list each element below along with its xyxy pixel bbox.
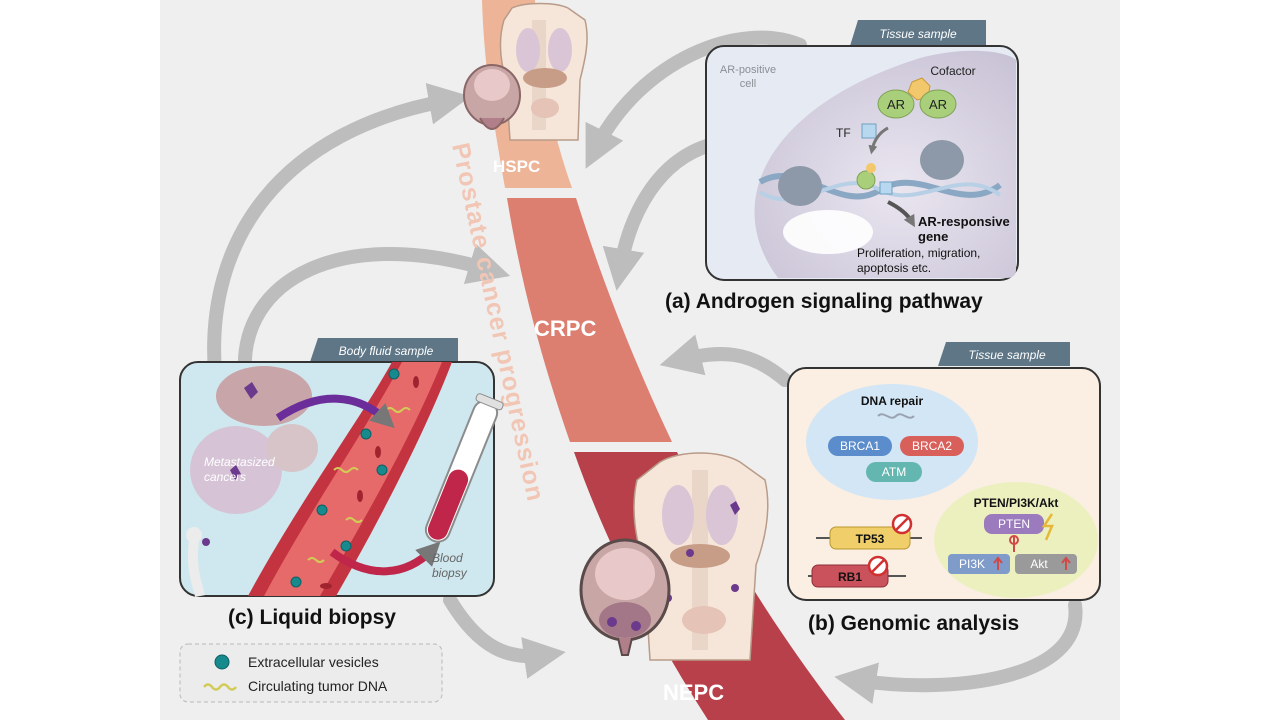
nucleosome-right bbox=[920, 140, 964, 180]
akt-badge bbox=[1015, 554, 1077, 574]
panel-a-tag bbox=[850, 20, 986, 46]
legend-dna-icon bbox=[203, 683, 237, 691]
progression-diagram: HSPC CRPC NEPC Prostate cancer progressi… bbox=[179, 0, 1101, 720]
panel-b-tag-label: Tissue sample bbox=[968, 348, 1046, 362]
sampling-arrow-icon bbox=[329, 541, 441, 576]
tp53-label: TP53 bbox=[856, 532, 885, 546]
gene-label-1: AR-responsive bbox=[918, 214, 1010, 229]
ar-label-right: AR bbox=[929, 97, 947, 112]
cell-label-1: AR-positive bbox=[720, 64, 776, 76]
pi3k-label: PI3K bbox=[959, 557, 985, 571]
ar-icon-right bbox=[919, 89, 957, 119]
effects-label-2: apoptosis etc. bbox=[857, 261, 931, 275]
brca1-label: BRCA1 bbox=[840, 439, 880, 453]
dna-repair-label: DNA repair bbox=[861, 394, 924, 408]
inhibition-icon bbox=[1009, 535, 1019, 545]
cofactor-label: Cofactor bbox=[930, 64, 975, 78]
release-arrow-icon bbox=[275, 394, 395, 429]
up-arrow-icon-akt bbox=[1061, 556, 1071, 570]
panel-a-title: (a) Androgen signaling pathway bbox=[665, 290, 983, 313]
atm-label: ATM bbox=[882, 465, 906, 479]
prostate-small-illustration bbox=[463, 64, 521, 130]
pten-badge bbox=[984, 514, 1044, 534]
arrow-liquid-to-hspc bbox=[207, 82, 471, 379]
diagram-canvas: HSPC CRPC NEPC Prostate cancer progressi… bbox=[160, 0, 1120, 720]
arrow-tissue-a-to-hspc bbox=[585, 30, 807, 169]
mutation-bolt-icon bbox=[1041, 513, 1054, 541]
rb1-label: RB1 bbox=[838, 570, 862, 584]
up-arrow-icon-pi3k bbox=[993, 556, 1003, 570]
tp53-gene bbox=[829, 526, 911, 550]
metastasized-label-2: cancers bbox=[204, 470, 246, 484]
red-blood-cells bbox=[320, 376, 419, 589]
arrow-liquid-to-nepc bbox=[443, 593, 566, 679]
panel-b-title: (b) Genomic analysis bbox=[808, 612, 1019, 635]
metastasized-label-1: Metastasized bbox=[204, 455, 275, 469]
panel-androgen-signaling: Tissue sample AR-positive cell Cofactor … bbox=[665, 20, 1019, 313]
nucleosome-left bbox=[778, 166, 822, 206]
ar-label-left: AR bbox=[887, 97, 905, 112]
akt-label: Akt bbox=[1030, 557, 1048, 571]
legend-vesicle-icon bbox=[214, 654, 230, 670]
ar-icon-left bbox=[877, 89, 915, 119]
brca2-badge bbox=[900, 436, 964, 456]
brca1-badge bbox=[828, 436, 892, 456]
panel-c-tag-label: Body fluid sample bbox=[339, 344, 434, 358]
stage-label-hspc: HSPC bbox=[493, 157, 540, 176]
feedback-arrows bbox=[207, 30, 1083, 705]
arrow-tissue-b-to-crpc bbox=[659, 334, 792, 387]
panel-liquid-biopsy: Body fluid sample Metastasized cancers bbox=[179, 338, 504, 629]
gene-label-2: gene bbox=[918, 229, 948, 244]
prostate-large-illustration bbox=[579, 538, 671, 656]
legend-dna-label: Circulating tumor DNA bbox=[248, 678, 388, 694]
panel-b-tag bbox=[938, 342, 1070, 366]
legend-box bbox=[179, 643, 443, 703]
panel-a-tag-label: Tissue sample bbox=[879, 27, 957, 41]
pi3k-badge bbox=[948, 554, 1010, 574]
pathway-label: PTEN/PI3K/Akt bbox=[974, 496, 1059, 510]
extracellular-vesicles bbox=[290, 368, 400, 588]
torso-upper-illustration bbox=[499, 2, 588, 141]
panel-genomic-analysis: Tissue sample DNA repair BRCA1 BRCA2 ATM… bbox=[787, 342, 1101, 635]
blood-label-2: biopsy bbox=[432, 566, 468, 580]
bone-illustration bbox=[187, 539, 205, 598]
blood-label-1: Blood bbox=[432, 551, 463, 565]
liver-illustration bbox=[216, 366, 312, 426]
arrow-tissue-b-to-nepc bbox=[834, 598, 1083, 705]
test-tube-icon bbox=[424, 393, 504, 543]
tf-icon bbox=[861, 123, 877, 139]
cell-label-2: cell bbox=[740, 78, 757, 90]
legend: Extracellular vesicles Circulating tumor… bbox=[179, 643, 443, 703]
panel-c-tag bbox=[310, 338, 458, 362]
dna-repair-bubble bbox=[806, 384, 978, 500]
panel-c-title: (c) Liquid biopsy bbox=[228, 606, 396, 629]
band-crpc bbox=[507, 198, 672, 442]
pten-label: PTEN bbox=[998, 517, 1030, 531]
atm-badge bbox=[866, 462, 922, 482]
tf-label: TF bbox=[836, 126, 851, 140]
brca2-label: BRCA2 bbox=[912, 439, 952, 453]
stage-label-crpc: CRPC bbox=[534, 316, 596, 341]
effects-label-1: Proliferation, migration, bbox=[857, 246, 980, 260]
arrow-tissue-a-to-crpc bbox=[602, 138, 717, 291]
dna-icon bbox=[877, 413, 915, 419]
arrow-liquid-to-crpc bbox=[237, 243, 511, 379]
stage-label-nepc: NEPC bbox=[663, 680, 724, 705]
legend-vesicles-label: Extracellular vesicles bbox=[248, 654, 379, 670]
